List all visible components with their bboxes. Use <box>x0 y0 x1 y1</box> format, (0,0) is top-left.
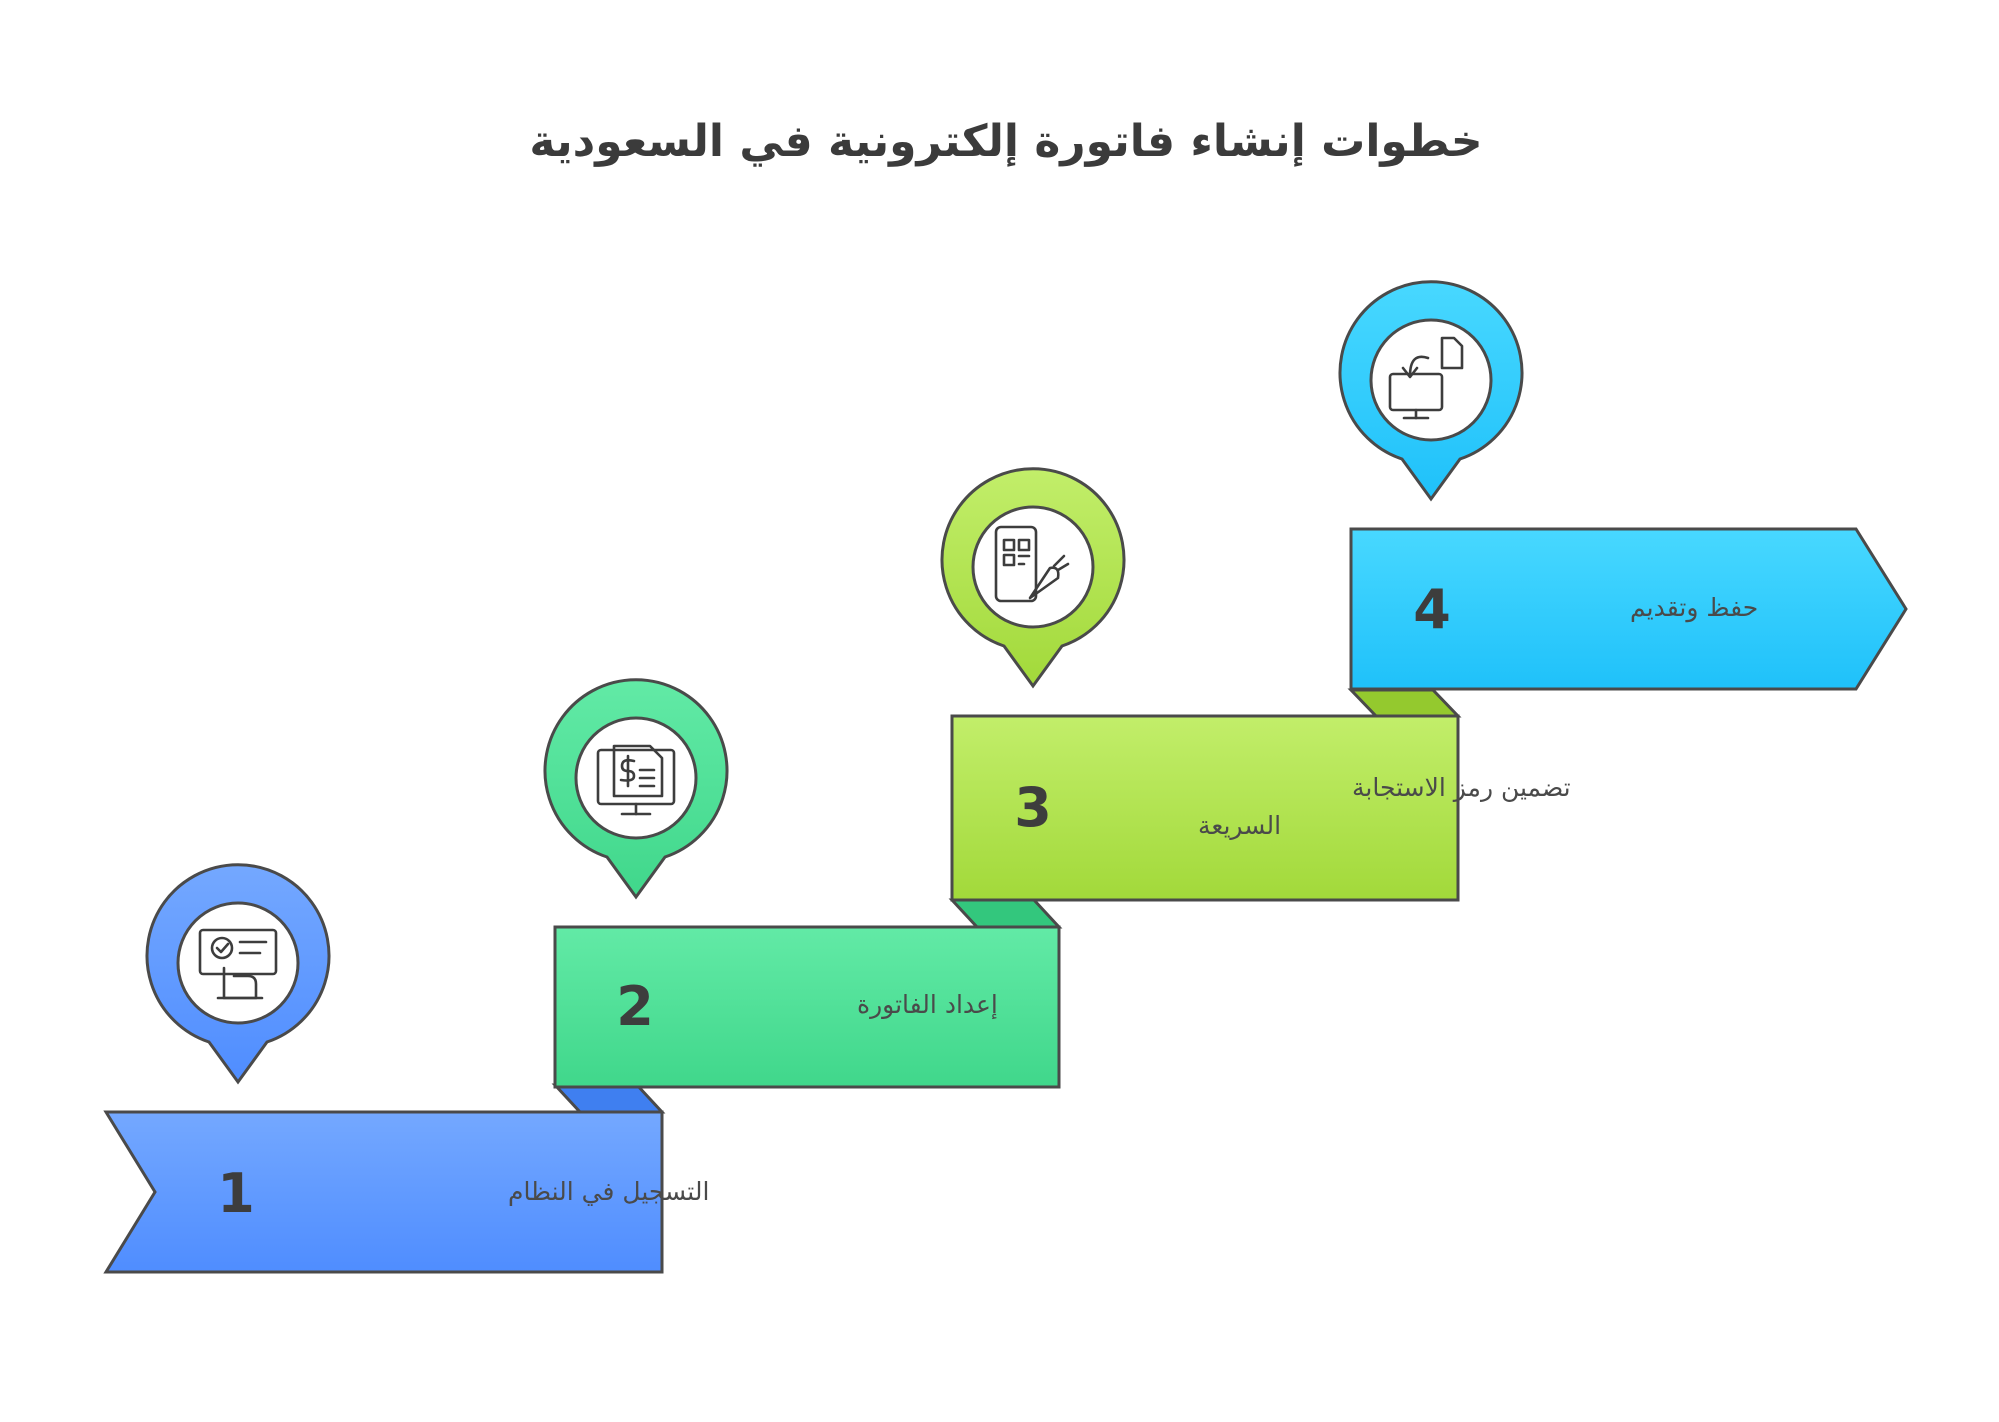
registration-card-icon <box>198 928 278 1000</box>
qr-phone-icon <box>994 525 1070 603</box>
step-2-band <box>553 925 1061 1089</box>
invoice-monitor-icon <box>596 744 676 816</box>
step-1-band <box>103 1110 664 1274</box>
diagram-title: خطوات إنشاء فاتورة إلكترونية في السعودية <box>529 116 1482 167</box>
step-3: 3 تضمين رمز الاستجابة السريعة <box>950 714 1571 902</box>
save-submit-icon <box>1388 336 1464 420</box>
step-2-number: 2 <box>616 975 654 1038</box>
step-3-pin <box>940 467 1126 689</box>
step-3-number: 3 <box>1014 776 1052 839</box>
step-4-label: حفظ وتقديم <box>1630 593 1758 623</box>
connector-fold-1-2 <box>551 1083 666 1114</box>
step-3-label-line-2: السريعة <box>1198 811 1281 840</box>
step-3-label-line-1: تضمين رمز الاستجابة <box>1352 773 1571 802</box>
connector-fold-3-4 <box>1347 688 1462 718</box>
step-4-number: 4 <box>1413 578 1451 641</box>
step-2-label: إعداد الفاتورة <box>857 990 998 1020</box>
step-3-band <box>950 714 1460 902</box>
connector-fold-2-3 <box>948 898 1063 929</box>
step-1-pin <box>145 863 331 1085</box>
step-1-label: التسجيل في النظام <box>508 1177 709 1206</box>
step-1-number: 1 <box>217 1162 255 1225</box>
step-2-pin <box>543 678 729 900</box>
step-4: 4 حفظ وتقديم <box>1349 527 1908 691</box>
step-4-band <box>1349 527 1908 691</box>
step-1: 1 التسجيل في النظام <box>103 1110 709 1274</box>
step-2: 2 إعداد الفاتورة <box>553 925 1061 1089</box>
step-4-pin <box>1338 280 1524 502</box>
